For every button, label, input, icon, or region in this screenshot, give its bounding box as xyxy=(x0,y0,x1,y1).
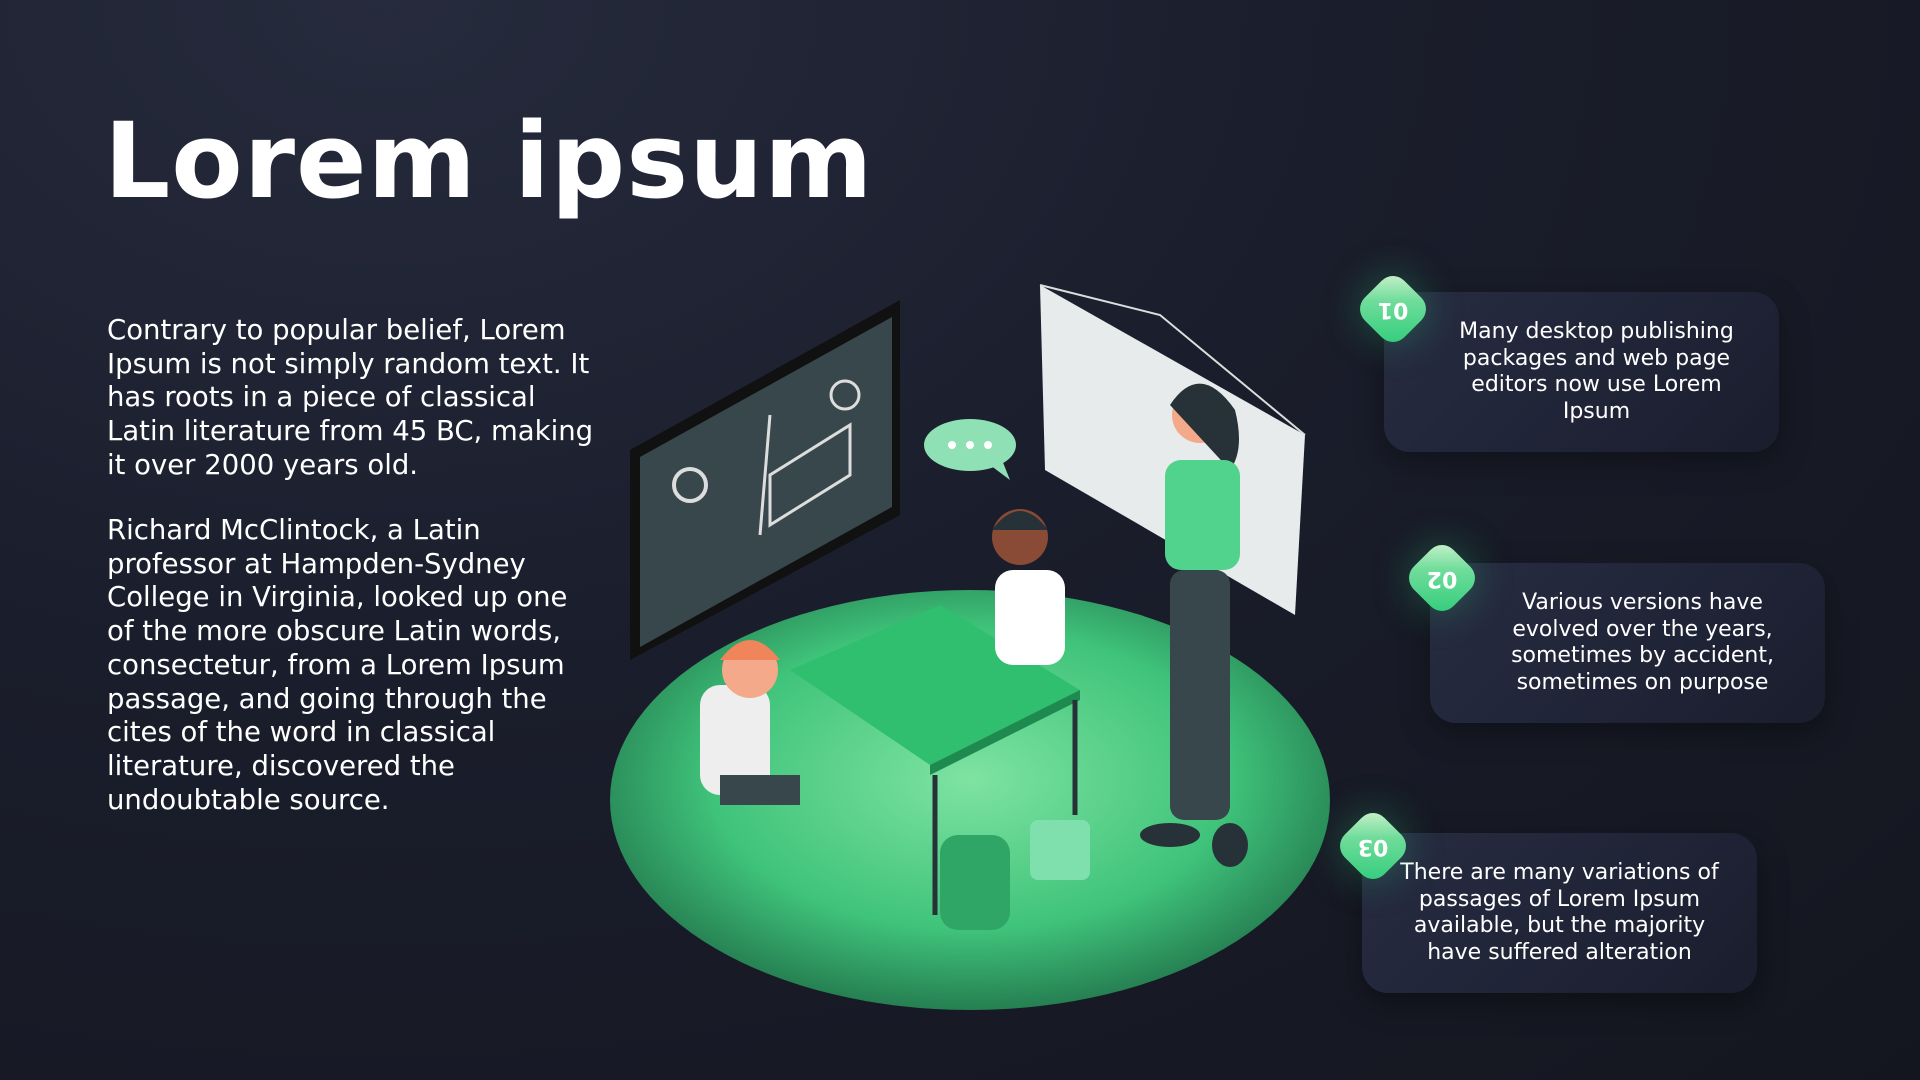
chalkboard xyxy=(630,300,900,660)
badge-number: 01 xyxy=(1377,297,1409,322)
info-card-1: Many desktop publishing packages and web… xyxy=(1384,292,1779,452)
badge-number: 03 xyxy=(1357,834,1389,859)
info-card-text: There are many variations of passages of… xyxy=(1400,860,1719,965)
desk xyxy=(790,605,1080,915)
page-title: Lorem ipsum xyxy=(104,100,874,222)
speech-bubble-icon xyxy=(924,419,1016,480)
teacher xyxy=(1140,383,1248,867)
student-left xyxy=(700,640,800,805)
history-paragraph: Richard McClintock, a Latin professor at… xyxy=(107,514,568,816)
classroom-illustration xyxy=(610,284,1330,1010)
floor-ellipse xyxy=(610,590,1330,1010)
intro-paragraph: Contrary to popular belief, Lorem Ipsum … xyxy=(107,314,594,481)
info-card-text: Various versions have evolved over the y… xyxy=(1511,590,1774,695)
info-card-text: Many desktop publishing packages and web… xyxy=(1459,319,1734,424)
badge-number: 02 xyxy=(1426,566,1458,591)
info-card-3: There are many variations of passages of… xyxy=(1362,833,1757,993)
info-card-2: Various versions have evolved over the y… xyxy=(1430,563,1825,723)
backpack xyxy=(940,835,1010,930)
student-middle xyxy=(992,509,1065,665)
lunchbox xyxy=(1030,820,1090,880)
